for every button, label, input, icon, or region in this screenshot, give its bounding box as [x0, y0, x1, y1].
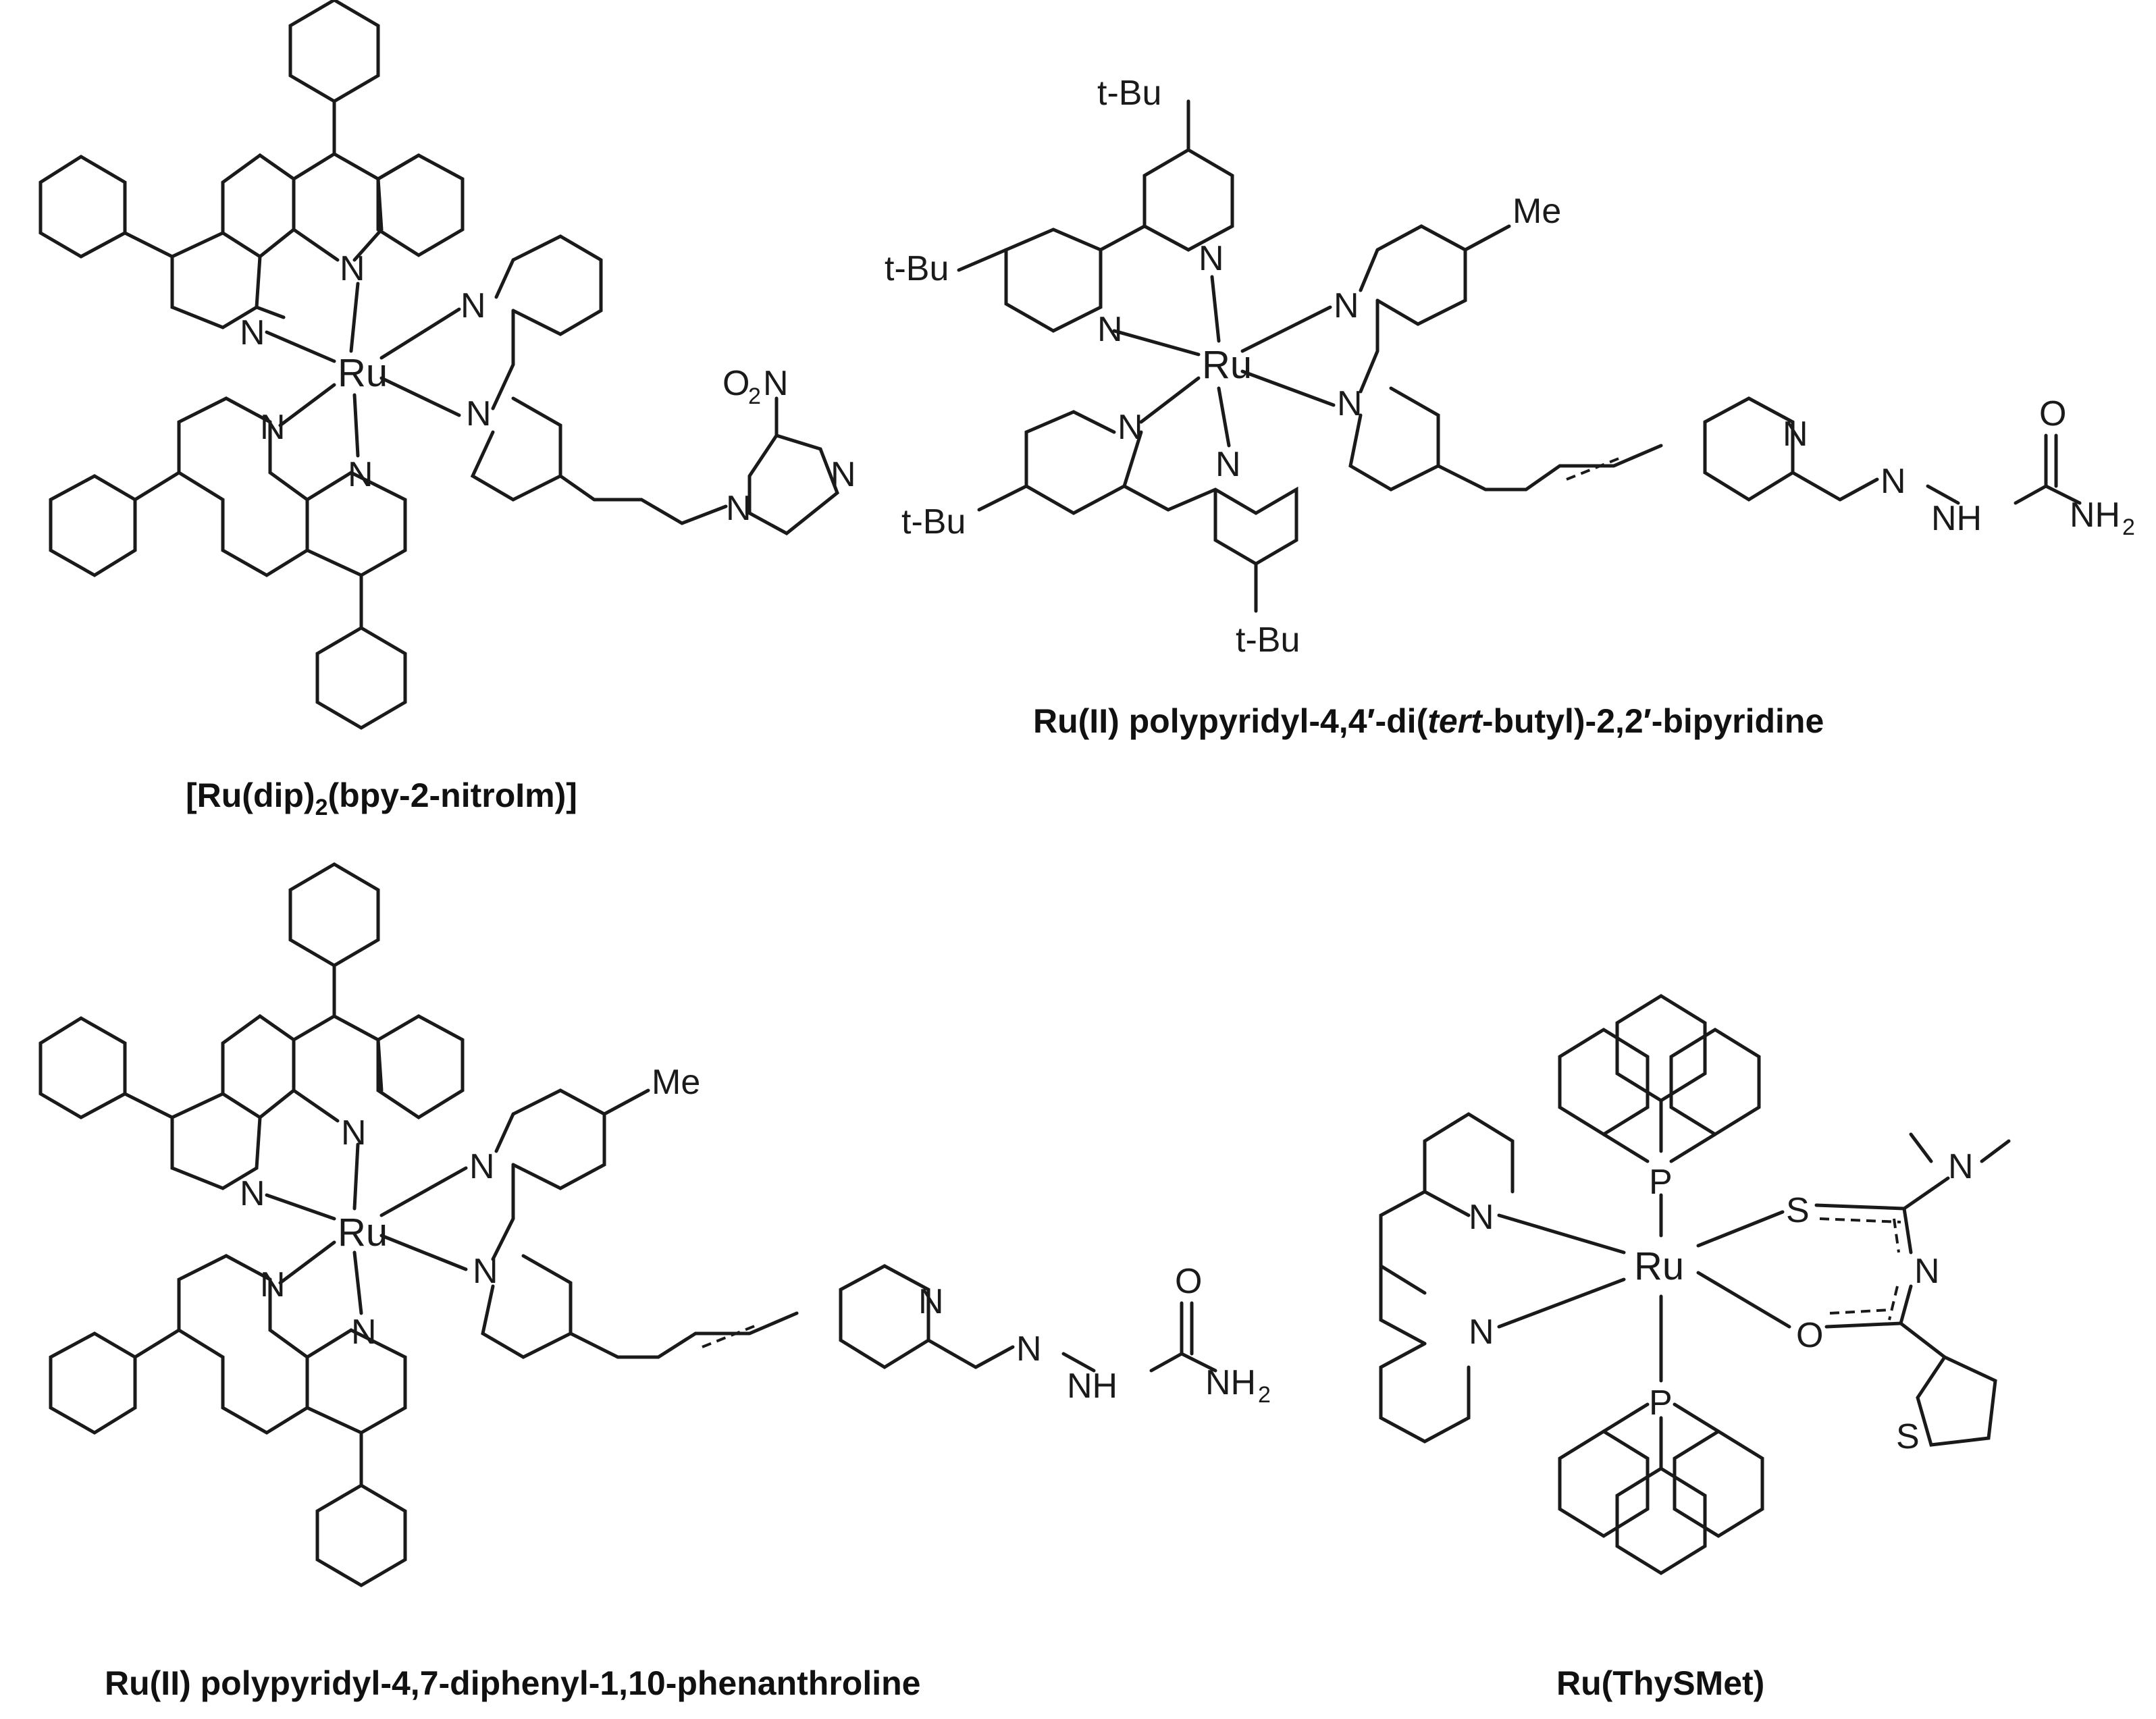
caption-ru-thysmet: Ru(ThySMet) [1556, 1664, 1764, 1702]
atom-tbu: t-Bu [1236, 620, 1300, 660]
atom-n: N [1469, 1198, 1494, 1237]
structure-ru-thysmet [1379, 994, 2011, 1575]
atom-n: N [240, 313, 265, 352]
atom-ru: Ru [338, 1211, 388, 1254]
atom-labels: Ru N N N N N N N N O 2 N Ru N N N N N N … [240, 74, 2135, 1456]
atom-me: Me [1513, 192, 1561, 231]
atom-o: O [1175, 1262, 1202, 1301]
atom-n: N [1016, 1329, 1042, 1369]
atom-s: S [1896, 1417, 1920, 1456]
atom-tbu: t-Bu [1097, 74, 1161, 113]
atom-me: Me [652, 1063, 700, 1102]
atom-n: N [1118, 408, 1143, 447]
atom-n: N [1948, 1147, 1974, 1186]
atom-n: N [240, 1174, 265, 1213]
atom-n: N [1469, 1313, 1494, 1352]
atom-n: N [466, 394, 492, 433]
atom-ru: Ru [1202, 343, 1252, 387]
structure-ru-dip2-bpy-nitroim [38, 0, 839, 730]
atom-ru: Ru [1634, 1244, 1684, 1288]
atom-tbu: t-Bu [885, 249, 949, 288]
atom-p: P [1649, 1163, 1673, 1202]
atom-nh2: NH [2070, 496, 2120, 535]
atom-n: N [340, 249, 365, 288]
atom-nh2: NH [1205, 1363, 1256, 1402]
atom-n: N [1881, 462, 1906, 501]
atom-n: N [1215, 445, 1241, 484]
atom-n: N [351, 1313, 377, 1352]
atom-n: N [1783, 415, 1808, 454]
atom-n: N [348, 455, 373, 494]
atom-n: N [469, 1147, 495, 1186]
atom-n: N [461, 286, 486, 325]
caption-ru-dip2-bpy-nitroim: [Ru(dip)2(bpy-2-nitroIm)] [186, 776, 577, 820]
atom-subscript: 2 [748, 384, 761, 409]
atom-n: N [918, 1282, 944, 1321]
atom-n: N [726, 489, 752, 528]
structure-ru-dip-bpy-semicarbazone [38, 862, 1217, 1587]
atom-tbu: t-Bu [901, 502, 966, 541]
atom-s: S [1786, 1191, 1810, 1230]
atom-o: O [722, 364, 750, 403]
atom-p: P [1649, 1383, 1673, 1423]
atom-n: N [260, 1265, 286, 1304]
atom-n: N [260, 408, 286, 447]
caption-ru-tbubpy: Ru(II) polypyridyl-4,4′-di(tert-butyl)-2… [1033, 702, 1824, 740]
atom-n: N [1334, 286, 1359, 325]
caption-ru-dip-phen: Ru(II) polypyridyl-4,7-diphenyl-1,10-phe… [105, 1664, 920, 1702]
captions: [Ru(dip)2(bpy-2-nitroIm)] Ru(II) polypyr… [105, 702, 1824, 1702]
atom-ru: Ru [338, 351, 388, 395]
atom-o: O [1796, 1316, 1823, 1355]
atom-n: N [1914, 1252, 1940, 1291]
structure-ru-tbubpy [957, 99, 2082, 613]
atom-nh: NH [1067, 1367, 1118, 1406]
atom-n: N [341, 1113, 367, 1153]
atom-n: N [763, 364, 789, 403]
atom-n: N [1199, 239, 1224, 278]
atom-nh: NH [1931, 499, 1982, 538]
atom-o: O [2039, 394, 2066, 433]
atom-subscript: 2 [1258, 1382, 1271, 1408]
atom-subscript: 2 [2122, 514, 2135, 540]
atom-n: N [1337, 384, 1363, 423]
atom-n: N [831, 455, 856, 494]
atom-n: N [1097, 310, 1123, 349]
atom-n: N [473, 1252, 498, 1291]
